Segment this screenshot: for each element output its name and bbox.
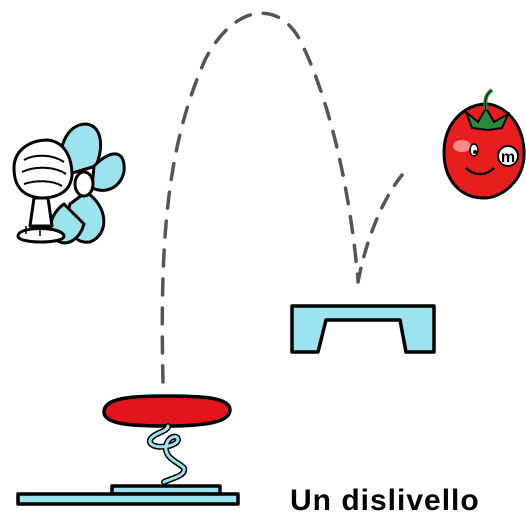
spring-launcher-icon: [18, 396, 238, 504]
bounce-trajectory: [358, 175, 402, 282]
ball-trajectory: [162, 13, 358, 382]
level-caption: Un dislivello: [290, 484, 480, 518]
tomato-icon: [444, 90, 524, 198]
game-scene: m: [0, 0, 526, 506]
tomato-label: m: [501, 149, 515, 166]
bracket-platform-icon: [292, 306, 434, 352]
fan-icon: [14, 124, 124, 243]
